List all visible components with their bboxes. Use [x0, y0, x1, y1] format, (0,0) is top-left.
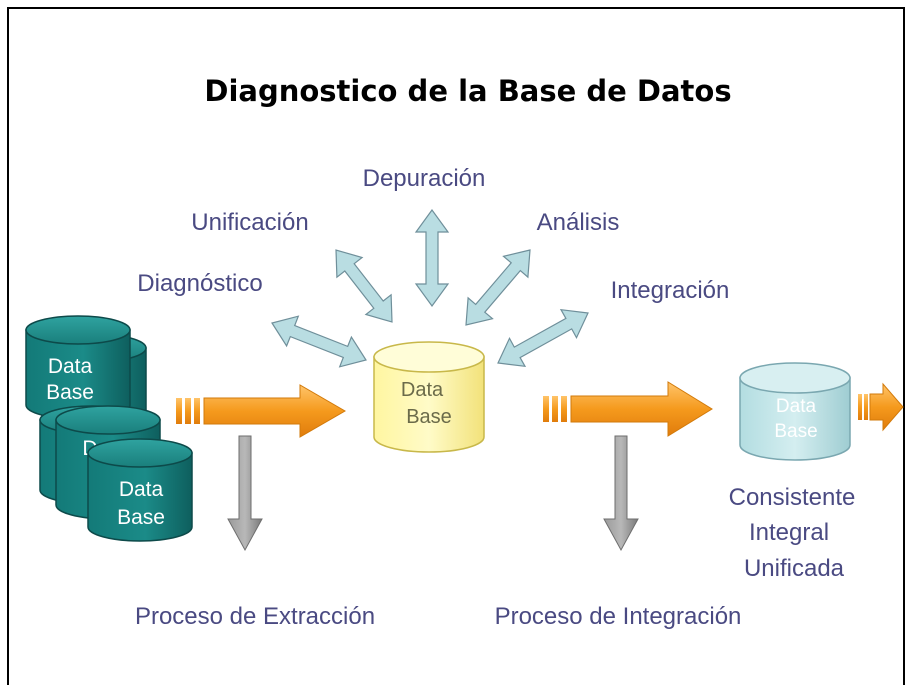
- label-diagnostico: Diagnóstico: [137, 270, 262, 297]
- orange-arrow-integration: [543, 381, 713, 437]
- label-depuracion: Depuración: [363, 165, 486, 192]
- source-db-top-line2: Base: [46, 381, 94, 404]
- arrow-depuracion: [414, 208, 450, 308]
- result-db-line2: Base: [774, 421, 817, 442]
- grey-arrow-extraction: [227, 435, 263, 552]
- result-label-consistente: Consistente: [729, 484, 856, 511]
- arrow-analisis: [465, 249, 531, 326]
- process-label-extraction: Proceso de Extracción: [135, 603, 375, 630]
- diagram-title: Diagnostico de la Base de Datos: [204, 74, 731, 108]
- source-db-bottom-line1: Data: [119, 478, 164, 501]
- process-label-integration: Proceso de Integración: [495, 603, 742, 630]
- label-analisis: Análisis: [537, 209, 620, 236]
- result-db-line1: Data: [776, 396, 817, 417]
- arrow-integracion: [497, 308, 589, 368]
- result-label-integral: Integral: [749, 519, 829, 546]
- center-db: Data Base: [373, 341, 485, 453]
- source-db-top: Data Base: [25, 315, 131, 420]
- source-db-top-line1: Data: [48, 355, 93, 378]
- orange-arrow-output: [858, 382, 904, 432]
- source-db-bottom-line2: Base: [117, 506, 165, 529]
- source-db-stack: Data Base D Data Base: [25, 315, 193, 542]
- orange-arrow-extraction: [176, 384, 346, 438]
- center-db-line1: Data: [401, 379, 444, 401]
- arrow-unificacion: [335, 249, 393, 323]
- grey-arrow-integration: [603, 435, 639, 552]
- center-db-line2: Base: [406, 406, 452, 428]
- result-db: Data Base: [739, 362, 851, 461]
- label-integracion: Integración: [611, 277, 730, 304]
- activity-arrows: [271, 208, 589, 368]
- arrow-diagnostico: [271, 315, 367, 368]
- source-db-bottom: Data Base: [87, 438, 193, 542]
- label-unificacion: Unificación: [191, 209, 308, 236]
- result-label-unificada: Unificada: [744, 555, 845, 582]
